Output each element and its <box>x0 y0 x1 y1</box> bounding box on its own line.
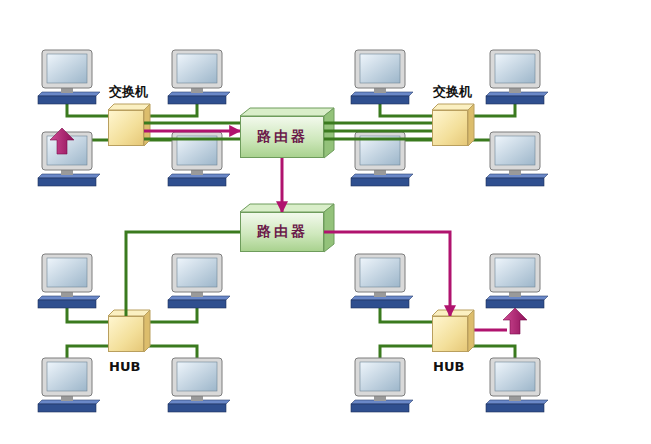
network-cable <box>144 122 240 125</box>
network-link <box>324 232 450 316</box>
monitor-screen <box>177 258 217 287</box>
monitor-screen <box>495 54 535 83</box>
box-side-face <box>144 310 150 352</box>
monitor-screen <box>177 362 217 391</box>
network-cable <box>324 122 432 125</box>
monitor-frame <box>172 358 222 396</box>
computer <box>486 132 548 186</box>
monitor-screen <box>495 258 535 287</box>
network-cable <box>380 346 432 358</box>
monitor-frame <box>172 50 222 88</box>
monitor-screen <box>360 362 400 391</box>
computer-base <box>168 96 226 104</box>
monitor-frame <box>172 254 222 292</box>
network-cable <box>380 308 432 322</box>
monitor-frame <box>355 50 405 88</box>
network-cable <box>144 104 197 116</box>
computer <box>168 50 230 104</box>
network-cable <box>324 138 432 141</box>
computer <box>38 254 100 308</box>
computer-base <box>486 300 544 308</box>
computer-base <box>38 300 96 308</box>
monitor-frame <box>490 358 540 396</box>
signal-arrow <box>503 308 527 334</box>
monitor-frame <box>355 254 405 292</box>
network-cable <box>468 346 515 358</box>
network-link <box>281 158 284 212</box>
network-link <box>144 130 240 133</box>
computer-base <box>486 178 544 186</box>
computer-base <box>486 404 544 412</box>
signal-arrow <box>50 128 74 154</box>
monitor-screen <box>495 362 535 391</box>
computer-base <box>351 300 409 308</box>
network-cable <box>144 346 197 358</box>
computer-base <box>38 178 96 186</box>
device-label: 交换机 <box>433 83 472 101</box>
computer-base <box>351 404 409 412</box>
network-cable <box>67 104 108 116</box>
computer-base <box>38 404 96 412</box>
computer <box>38 50 100 104</box>
computer <box>486 50 548 104</box>
computer-base <box>351 178 409 186</box>
monitor-frame <box>490 254 540 292</box>
monitor-screen <box>360 54 400 83</box>
monitor-screen <box>177 54 217 83</box>
device-label: 交换机 <box>109 83 148 101</box>
switch-box: 交换机 <box>432 110 468 146</box>
monitor-frame <box>42 254 92 292</box>
monitor-screen <box>360 258 400 287</box>
monitor-screen <box>47 54 87 83</box>
box-side-face <box>468 104 474 146</box>
box-side-face <box>468 310 474 352</box>
box-side-face <box>324 204 334 252</box>
computer <box>351 254 413 308</box>
computer <box>351 50 413 104</box>
network-cable <box>380 104 432 116</box>
hub-box: HUB <box>108 316 144 352</box>
monitor-frame <box>42 358 92 396</box>
monitor-screen <box>47 258 87 287</box>
computer <box>486 254 548 308</box>
monitor-screen <box>47 362 87 391</box>
router-label: 路由器 <box>257 128 308 146</box>
network-cable <box>468 104 515 116</box>
box-top-face <box>240 204 334 212</box>
monitor-frame <box>490 50 540 88</box>
computer <box>168 358 230 412</box>
device-label: HUB <box>433 359 464 374</box>
router-box: 路由器 <box>240 212 324 252</box>
computer <box>38 358 100 412</box>
computer-base <box>168 300 226 308</box>
monitor-screen <box>495 136 535 165</box>
switch-box: 交换机 <box>108 110 144 146</box>
network-cable <box>67 346 108 358</box>
computer-base <box>168 404 226 412</box>
computer-base <box>486 96 544 104</box>
network-link <box>324 130 432 133</box>
monitor-frame <box>42 50 92 88</box>
network-cable <box>67 308 108 322</box>
hub-box: HUB <box>432 316 468 352</box>
router-box: 路由器 <box>240 116 324 158</box>
monitor-frame <box>490 132 540 170</box>
network-cable <box>144 138 240 141</box>
router-label: 路由器 <box>257 223 308 241</box>
computer-base <box>168 178 226 186</box>
box-top-face <box>240 108 334 116</box>
computer-base <box>351 96 409 104</box>
computer <box>168 254 230 308</box>
device-label: HUB <box>109 359 140 374</box>
computer-base <box>38 96 96 104</box>
computer <box>486 358 548 412</box>
monitor-frame <box>355 358 405 396</box>
computer <box>351 358 413 412</box>
network-cable <box>144 308 197 322</box>
box-side-face <box>324 108 334 158</box>
network-link <box>126 232 240 316</box>
